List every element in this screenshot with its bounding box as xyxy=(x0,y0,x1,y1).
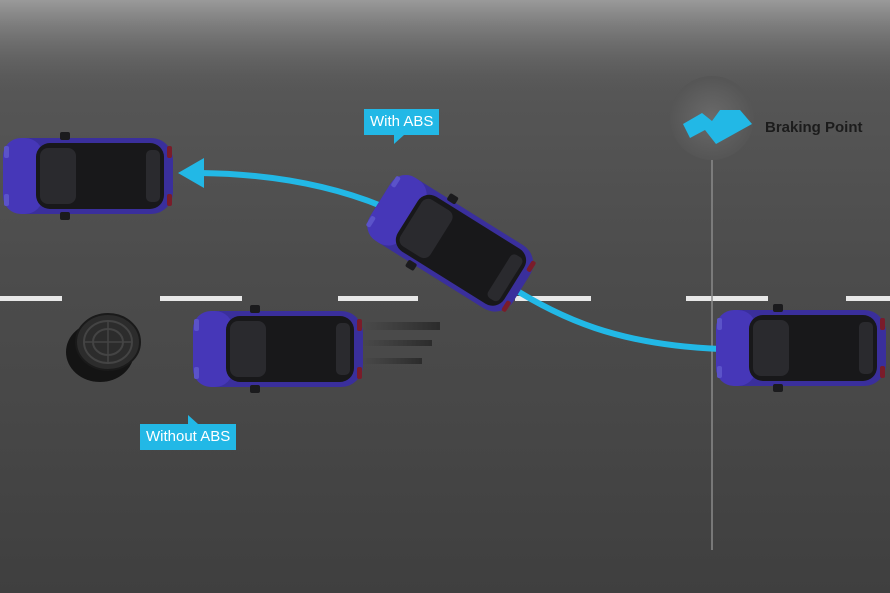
sidewalk-band xyxy=(0,0,890,95)
skid-mark xyxy=(362,322,440,330)
without-abs-label: Without ABS xyxy=(140,415,237,450)
car-at-braking-point xyxy=(716,304,886,392)
lane-markings xyxy=(0,296,890,301)
manhole-cover-icon xyxy=(66,313,141,382)
braking-point-icon xyxy=(670,76,754,160)
car-without-abs xyxy=(193,305,363,393)
skid-mark xyxy=(362,340,432,346)
with-abs-label: With ABS xyxy=(364,109,440,144)
abs-path-arrowhead xyxy=(178,158,204,188)
car-with-abs-final xyxy=(3,132,173,220)
skid-mark xyxy=(362,358,422,364)
braking-point-label: Braking Point xyxy=(765,119,863,136)
